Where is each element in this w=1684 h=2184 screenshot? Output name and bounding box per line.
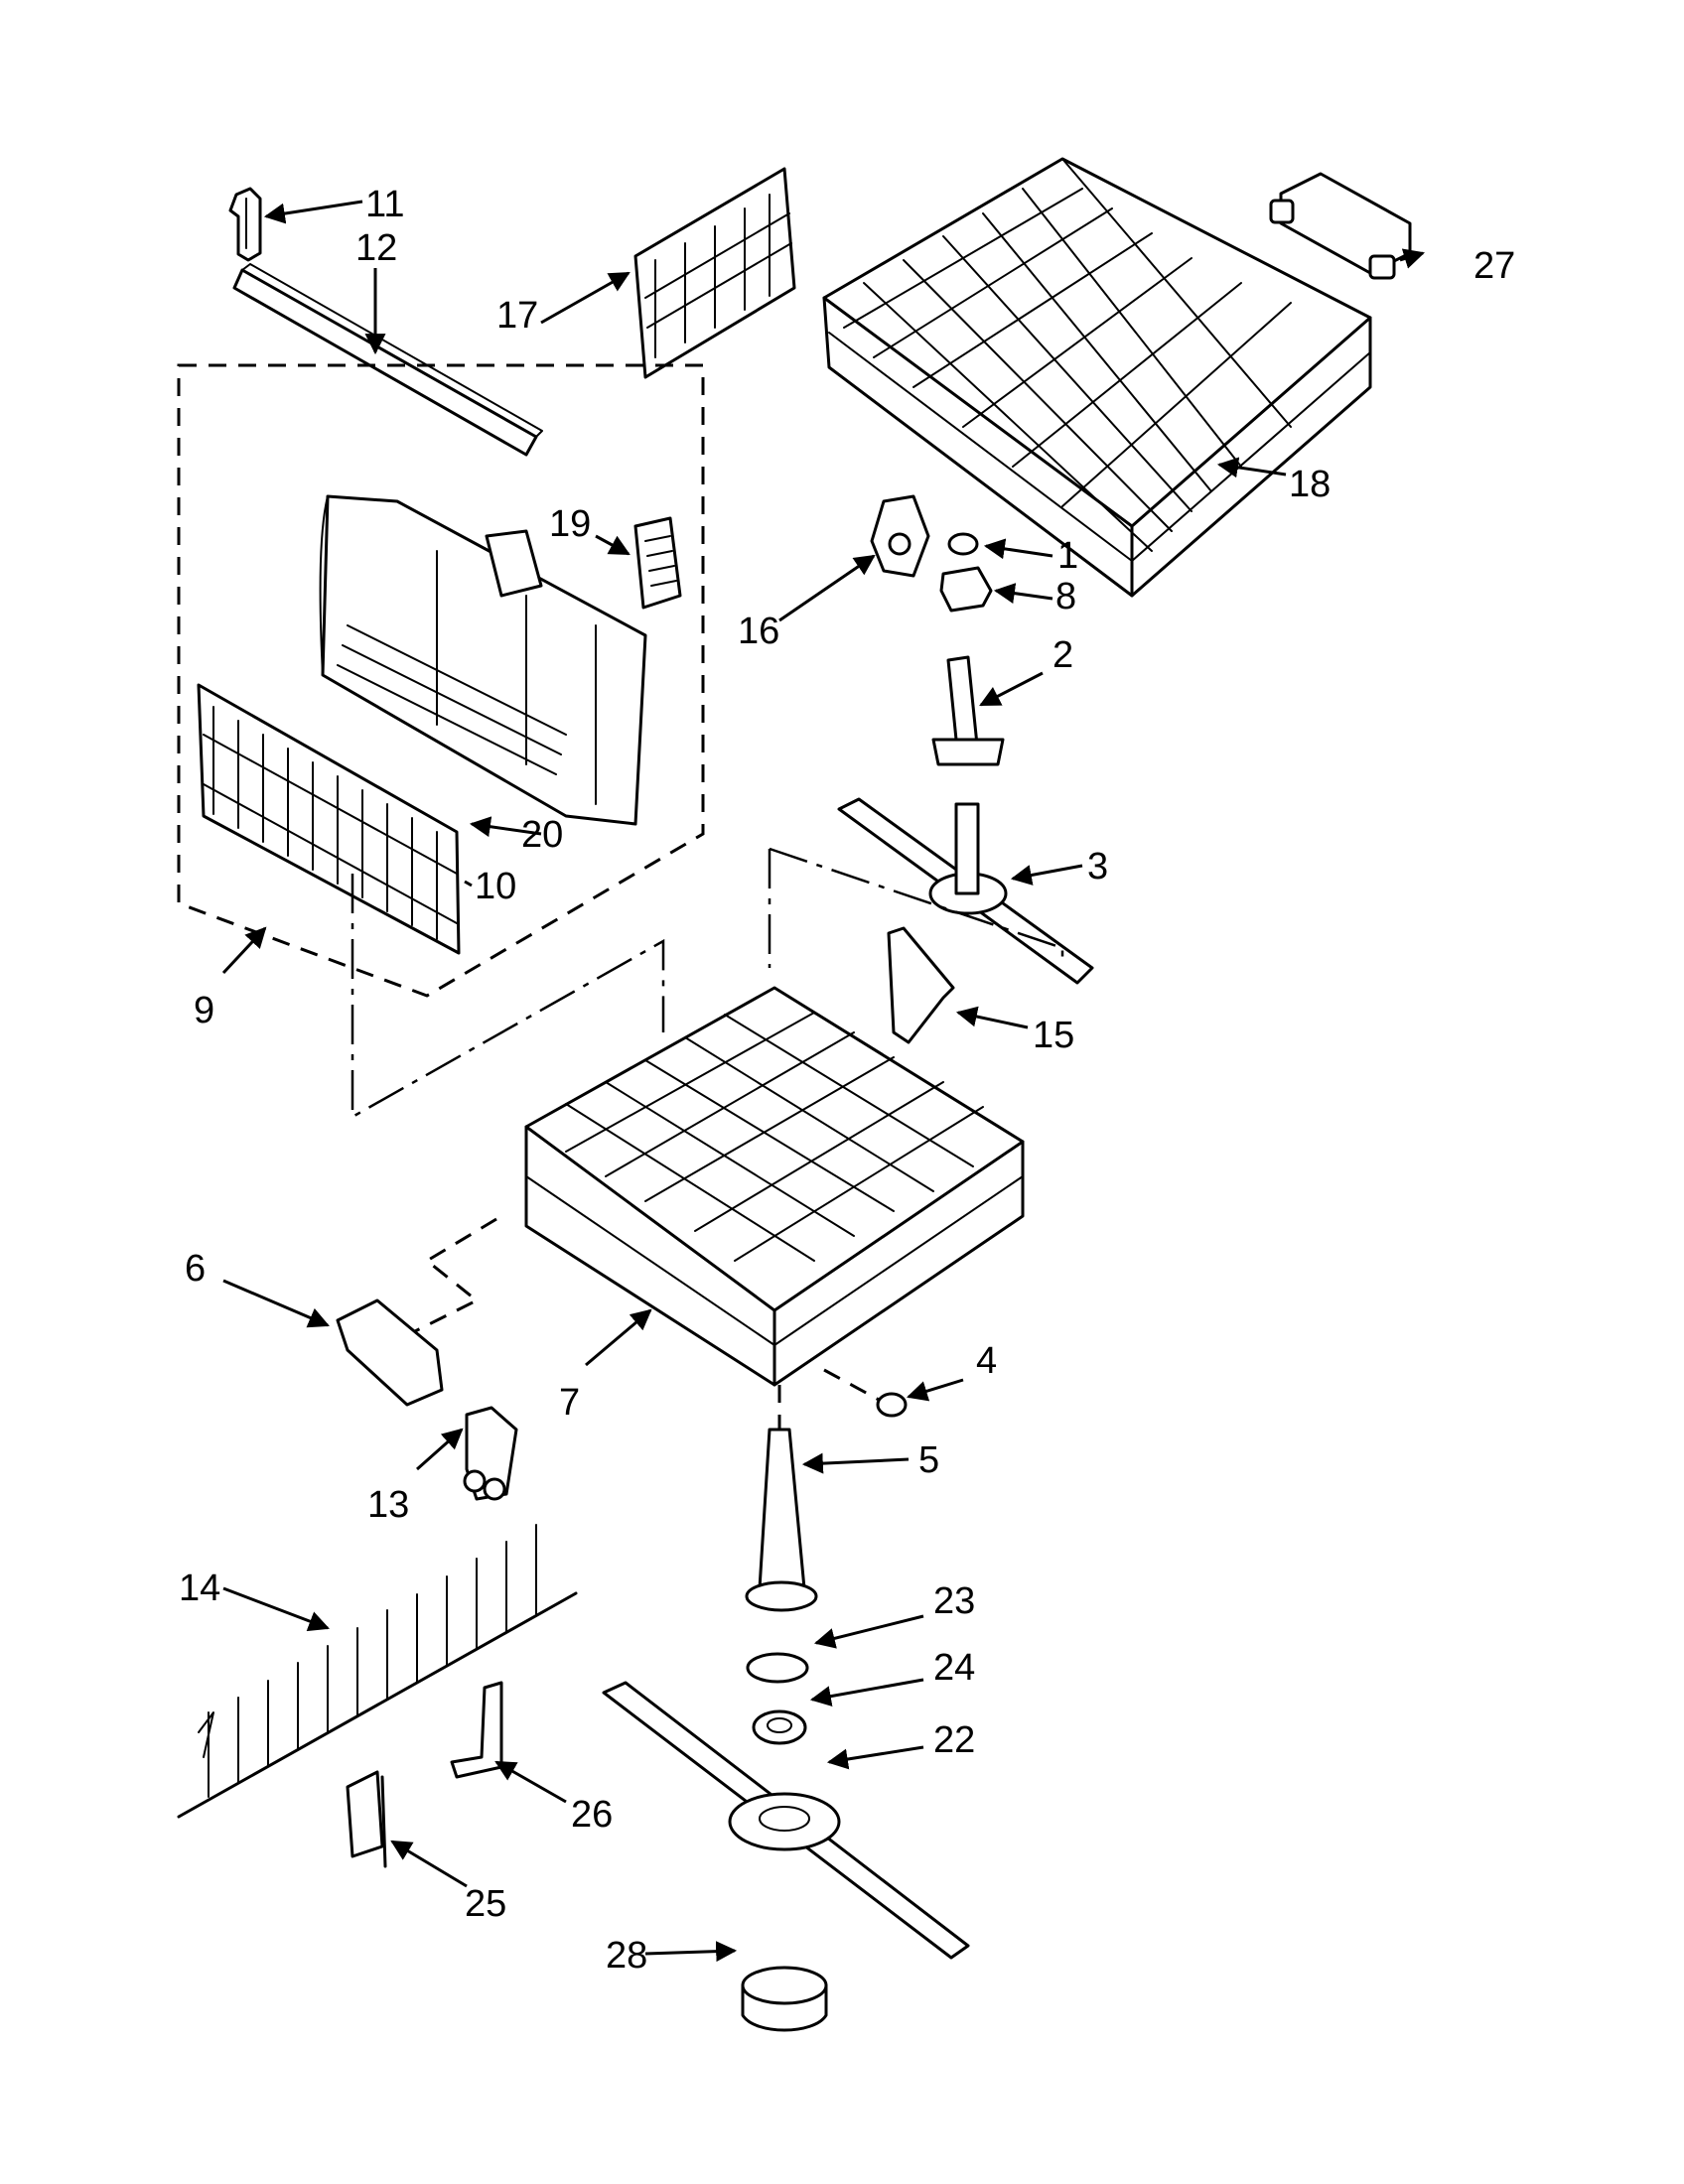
alignment-line-6 (406, 1217, 497, 1337)
callout-16: 16 (738, 611, 779, 652)
part-11-rack-clip (228, 187, 262, 262)
part-9-silverware-basket-body (319, 494, 647, 826)
callout-22: 22 (933, 1719, 975, 1761)
part-15-clip (887, 926, 955, 1044)
callout-8: 8 (1055, 576, 1076, 617)
part-27-rack-adjuster (1269, 172, 1412, 280)
callout-labels: 11 12 17 27 18 19 1 8 16 2 3 20 10 9 15 … (179, 184, 1515, 1977)
part-19-basket-cover (633, 516, 682, 610)
part-13-roller-assembly (463, 1406, 518, 1501)
callout-7: 7 (559, 1382, 580, 1424)
callout-14: 14 (179, 1568, 220, 1609)
part-22-lower-spray-arm (602, 1681, 970, 1960)
callout-18: 18 (1289, 464, 1331, 505)
callout-28: 28 (606, 1935, 647, 1977)
callout-27: 27 (1474, 245, 1515, 287)
alignment-line-spray (768, 847, 1064, 968)
callout-15: 15 (1033, 1015, 1074, 1056)
part-23-washer (746, 1652, 809, 1684)
callout-2: 2 (1052, 634, 1073, 676)
callout-11: 11 (365, 184, 404, 225)
callout-3: 3 (1087, 846, 1108, 887)
callout-12: 12 (355, 227, 397, 269)
callout-13: 13 (367, 1484, 409, 1526)
part-2-feed-tube (931, 655, 1005, 766)
part-14-tine-row (177, 1524, 578, 1819)
part-25-tine-clip (346, 1770, 387, 1868)
alignment-line-basket (351, 874, 665, 1120)
part-18-upper-rack (822, 157, 1372, 598)
part-28-spray-arm-ring (741, 1966, 828, 2032)
callout-24: 24 (933, 1647, 975, 1689)
callout-9: 9 (194, 990, 214, 1031)
part-6-rack-stop (336, 1298, 444, 1407)
leader-arrows (221, 200, 1426, 1963)
part-5-lower-spray-tube (745, 1385, 818, 1612)
part-1-o-ring (947, 532, 979, 556)
part-26-tine-clip (450, 1681, 503, 1779)
callout-1: 1 (1057, 535, 1078, 577)
part-7-lower-rack (524, 986, 1025, 1387)
callout-26: 26 (571, 1794, 613, 1836)
callout-5: 5 (918, 1439, 939, 1481)
part-3-upper-spray-arm (837, 797, 1094, 985)
callout-23: 23 (933, 1580, 975, 1622)
part-16-spray-arm-bracket (870, 494, 930, 578)
callout-17: 17 (496, 295, 538, 337)
callout-25: 25 (465, 1883, 506, 1925)
part-8-spray-arm-nut (939, 566, 993, 613)
part-17-fold-down-tines (633, 167, 796, 379)
part-4-roller (823, 1368, 908, 1418)
part-10-basket-lid (197, 683, 461, 955)
part-24-bearing (752, 1709, 807, 1745)
callout-4: 4 (976, 1340, 997, 1382)
callout-19: 19 (549, 503, 591, 545)
callout-20: 20 (521, 814, 563, 856)
part-12-rack-rail (232, 263, 543, 457)
callout-10: 10 (475, 866, 516, 907)
callout-6: 6 (185, 1248, 206, 1290)
